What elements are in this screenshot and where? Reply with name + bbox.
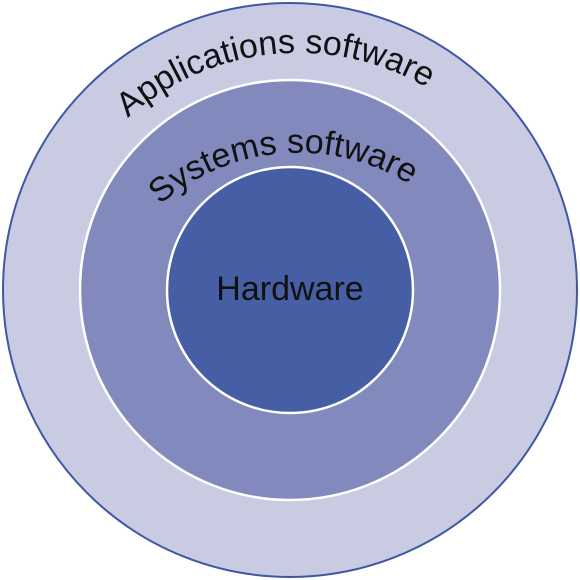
hardware-label: Hardware (216, 270, 363, 308)
hardware-layer-circle (165, 165, 415, 415)
